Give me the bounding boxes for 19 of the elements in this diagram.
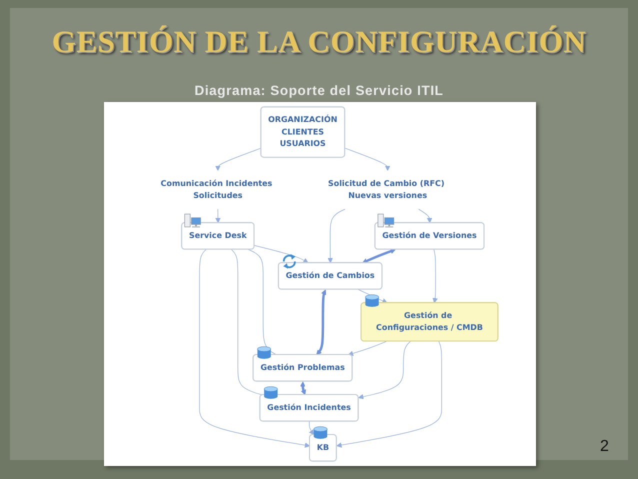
arrow — [215, 208, 221, 224]
arrow — [348, 341, 387, 356]
arrow — [316, 289, 326, 356]
arrow — [328, 208, 346, 264]
arrow — [199, 249, 310, 448]
subtitle: Diagrama: Soporte del Servicio ITIL — [194, 83, 444, 98]
arrow — [344, 148, 390, 171]
arrow — [215, 148, 262, 171]
arrow — [336, 341, 442, 448]
arrow — [308, 421, 314, 436]
connector — [231, 249, 263, 396]
arrow — [362, 248, 396, 264]
arrow — [418, 208, 432, 224]
arrow — [358, 341, 411, 400]
arrow — [254, 245, 308, 264]
arrow — [300, 381, 306, 396]
arrow — [432, 249, 438, 304]
page-number: 2 — [600, 438, 609, 456]
slide-title: GESTIÓN DE LA CONFIGURACIÓN — [52, 24, 586, 60]
